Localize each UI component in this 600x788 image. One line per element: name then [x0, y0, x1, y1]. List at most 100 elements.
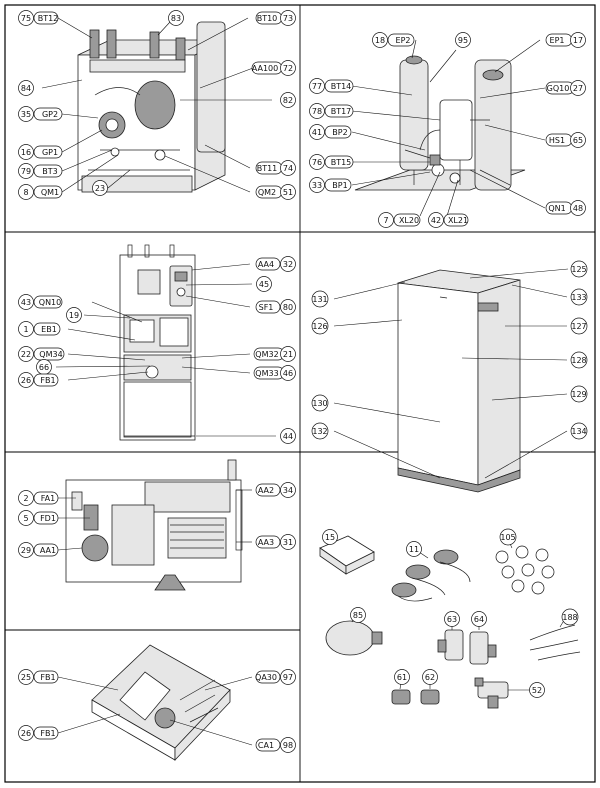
- callout-19: 19: [66, 307, 82, 323]
- item-number: 129: [571, 390, 586, 399]
- item-number-circle: [570, 260, 588, 278]
- callout-65-hs1: HS1 65: [545, 132, 586, 148]
- component-code-box: [255, 535, 281, 549]
- callout-85: 85: [350, 607, 366, 623]
- item-number: 131: [312, 295, 327, 304]
- item-number: 31: [283, 538, 293, 547]
- item-number: 74: [283, 164, 293, 173]
- item-number-circle: [311, 290, 329, 308]
- item-number: 82: [283, 96, 293, 105]
- item-number: 23: [95, 184, 105, 193]
- item-number-circle: [309, 154, 325, 170]
- item-number: 77: [312, 82, 322, 91]
- component-code-box: [33, 295, 63, 309]
- item-number: 21: [283, 350, 293, 359]
- component-code-box: [33, 726, 59, 740]
- item-number-circle: [280, 92, 296, 108]
- callout-44: 44: [280, 428, 296, 444]
- item-number-circle: [66, 307, 82, 323]
- component-code: BP2: [332, 128, 347, 137]
- component-code: FB1: [40, 673, 55, 682]
- component-code: BT15: [331, 158, 352, 167]
- item-number: 84: [21, 84, 31, 93]
- illustration-refrigerant-circuit: [354, 55, 526, 191]
- item-number-circle: [280, 10, 296, 26]
- item-number: 41: [312, 128, 322, 137]
- item-number-circle: [256, 276, 272, 292]
- item-number: 2: [23, 494, 28, 503]
- component-code-box: [33, 11, 59, 25]
- item-number-circle: [18, 346, 34, 362]
- callout-7-xl20: XL20 7: [378, 212, 421, 228]
- item-number-circle: [18, 669, 34, 685]
- component-code: EP1: [550, 36, 565, 45]
- item-number-circle: [444, 611, 460, 627]
- component-code: CA1: [258, 741, 274, 750]
- callout-127: 127: [570, 317, 588, 335]
- callout-98-ca1: CA1 98: [255, 737, 296, 753]
- component-code: HS1: [549, 136, 565, 145]
- component-code-box: [33, 107, 63, 121]
- callout-105: 105: [499, 528, 517, 546]
- item-number-circle: [570, 200, 586, 216]
- item-number: 83: [171, 14, 181, 23]
- item-number-circle: [529, 682, 545, 698]
- item-number-circle: [18, 725, 34, 741]
- item-number-circle: [372, 32, 388, 48]
- callout-130: 130: [311, 394, 329, 412]
- component-code: XL20: [399, 216, 419, 225]
- item-number-circle: [18, 321, 34, 337]
- item-number: 132: [312, 427, 327, 436]
- item-number: 79: [21, 167, 31, 176]
- item-number-circle: [394, 669, 410, 685]
- component-code: AA1: [40, 546, 56, 555]
- component-code-box: [324, 79, 354, 93]
- item-number-circle: [570, 80, 586, 96]
- component-code-box: [255, 483, 281, 497]
- item-number-circle: [18, 542, 34, 558]
- item-number: 52: [532, 686, 542, 695]
- item-number: 26: [21, 376, 31, 385]
- component-code: FB1: [40, 376, 55, 385]
- component-code: QM1: [41, 188, 59, 197]
- item-number: 34: [283, 486, 293, 495]
- item-number: 65: [573, 136, 583, 145]
- item-number: 134: [571, 427, 586, 436]
- callout-84: 84: [18, 80, 34, 96]
- component-code: QN10: [39, 298, 61, 307]
- component-code-box: [255, 257, 281, 271]
- item-number-circle: [18, 144, 34, 160]
- item-number-circle: [280, 256, 296, 272]
- component-code-box: [387, 33, 415, 47]
- item-number: 98: [283, 741, 293, 750]
- item-number: 7: [383, 216, 388, 225]
- item-number-circle: [280, 299, 296, 315]
- item-number: 43: [21, 298, 31, 307]
- callout-129: 129: [570, 385, 588, 403]
- component-code: GQ10: [547, 84, 570, 93]
- leader-lines: [41, 17, 569, 746]
- component-code: GP1: [42, 148, 58, 157]
- component-code: QM34: [39, 350, 62, 359]
- item-number: 73: [283, 14, 293, 23]
- callout-11: 11: [406, 541, 422, 557]
- item-number-circle: [471, 611, 487, 627]
- item-number: 125: [571, 265, 586, 274]
- item-number: 51: [283, 188, 293, 197]
- component-code: FA1: [41, 494, 55, 503]
- item-number-circle: [280, 428, 296, 444]
- item-number: 105: [500, 533, 515, 542]
